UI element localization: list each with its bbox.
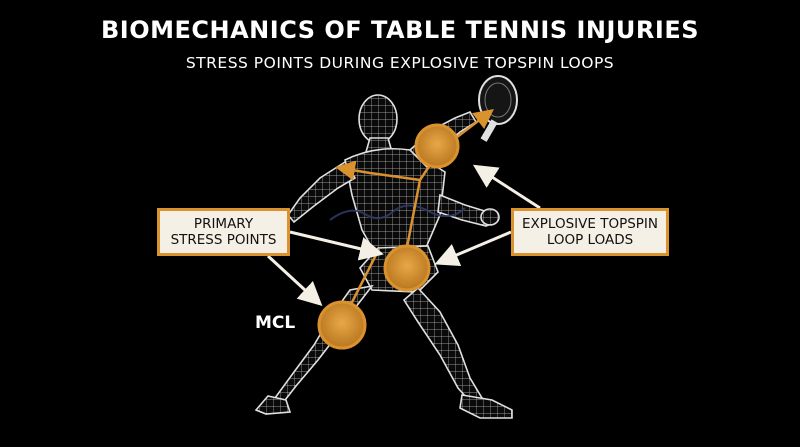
callout-right-line1: EXPLOSIVE TOPSPIN	[522, 216, 658, 232]
callout-left-line2: STRESS POINTS	[170, 232, 277, 248]
shoulder-stress-point	[414, 123, 460, 169]
arrow-loads-to-hip	[434, 230, 512, 267]
diagram-title: BIOMECHANICS OF TABLE TENNIS INJURIES	[101, 16, 699, 44]
callout-left-line1: PRIMARY	[193, 216, 254, 232]
paddle-icon	[478, 75, 518, 142]
primary-stress-points-callout: PRIMARY STRESS POINTS	[157, 208, 290, 256]
hip-stress-point	[383, 244, 431, 292]
signature-stroke	[329, 204, 466, 221]
front-leg-shape	[402, 286, 484, 408]
arrow-loads-to-shoulder	[472, 164, 541, 210]
callout-right-line2: LOOP LOADS	[546, 232, 634, 248]
explosive-topspin-callout: EXPLOSIVE TOPSPIN LOOP LOADS	[511, 208, 669, 256]
mcl-label: MCL	[255, 313, 296, 333]
diagram-subtitle: STRESS POINTS DURING EXPLOSIVE TOPSPIN L…	[185, 54, 615, 72]
rear-leg-shape	[273, 284, 374, 406]
arrow-primary-to-knee	[266, 254, 323, 307]
athlete-body	[254, 94, 513, 419]
chain-rear-arm-arrow	[335, 160, 421, 182]
knee-stress-point	[317, 300, 367, 350]
head-shape	[358, 94, 398, 144]
callout-arrows	[266, 164, 541, 307]
stress-joints	[317, 123, 460, 350]
arrow-primary-to-hip	[289, 230, 384, 261]
left-arm-shape	[286, 160, 357, 224]
